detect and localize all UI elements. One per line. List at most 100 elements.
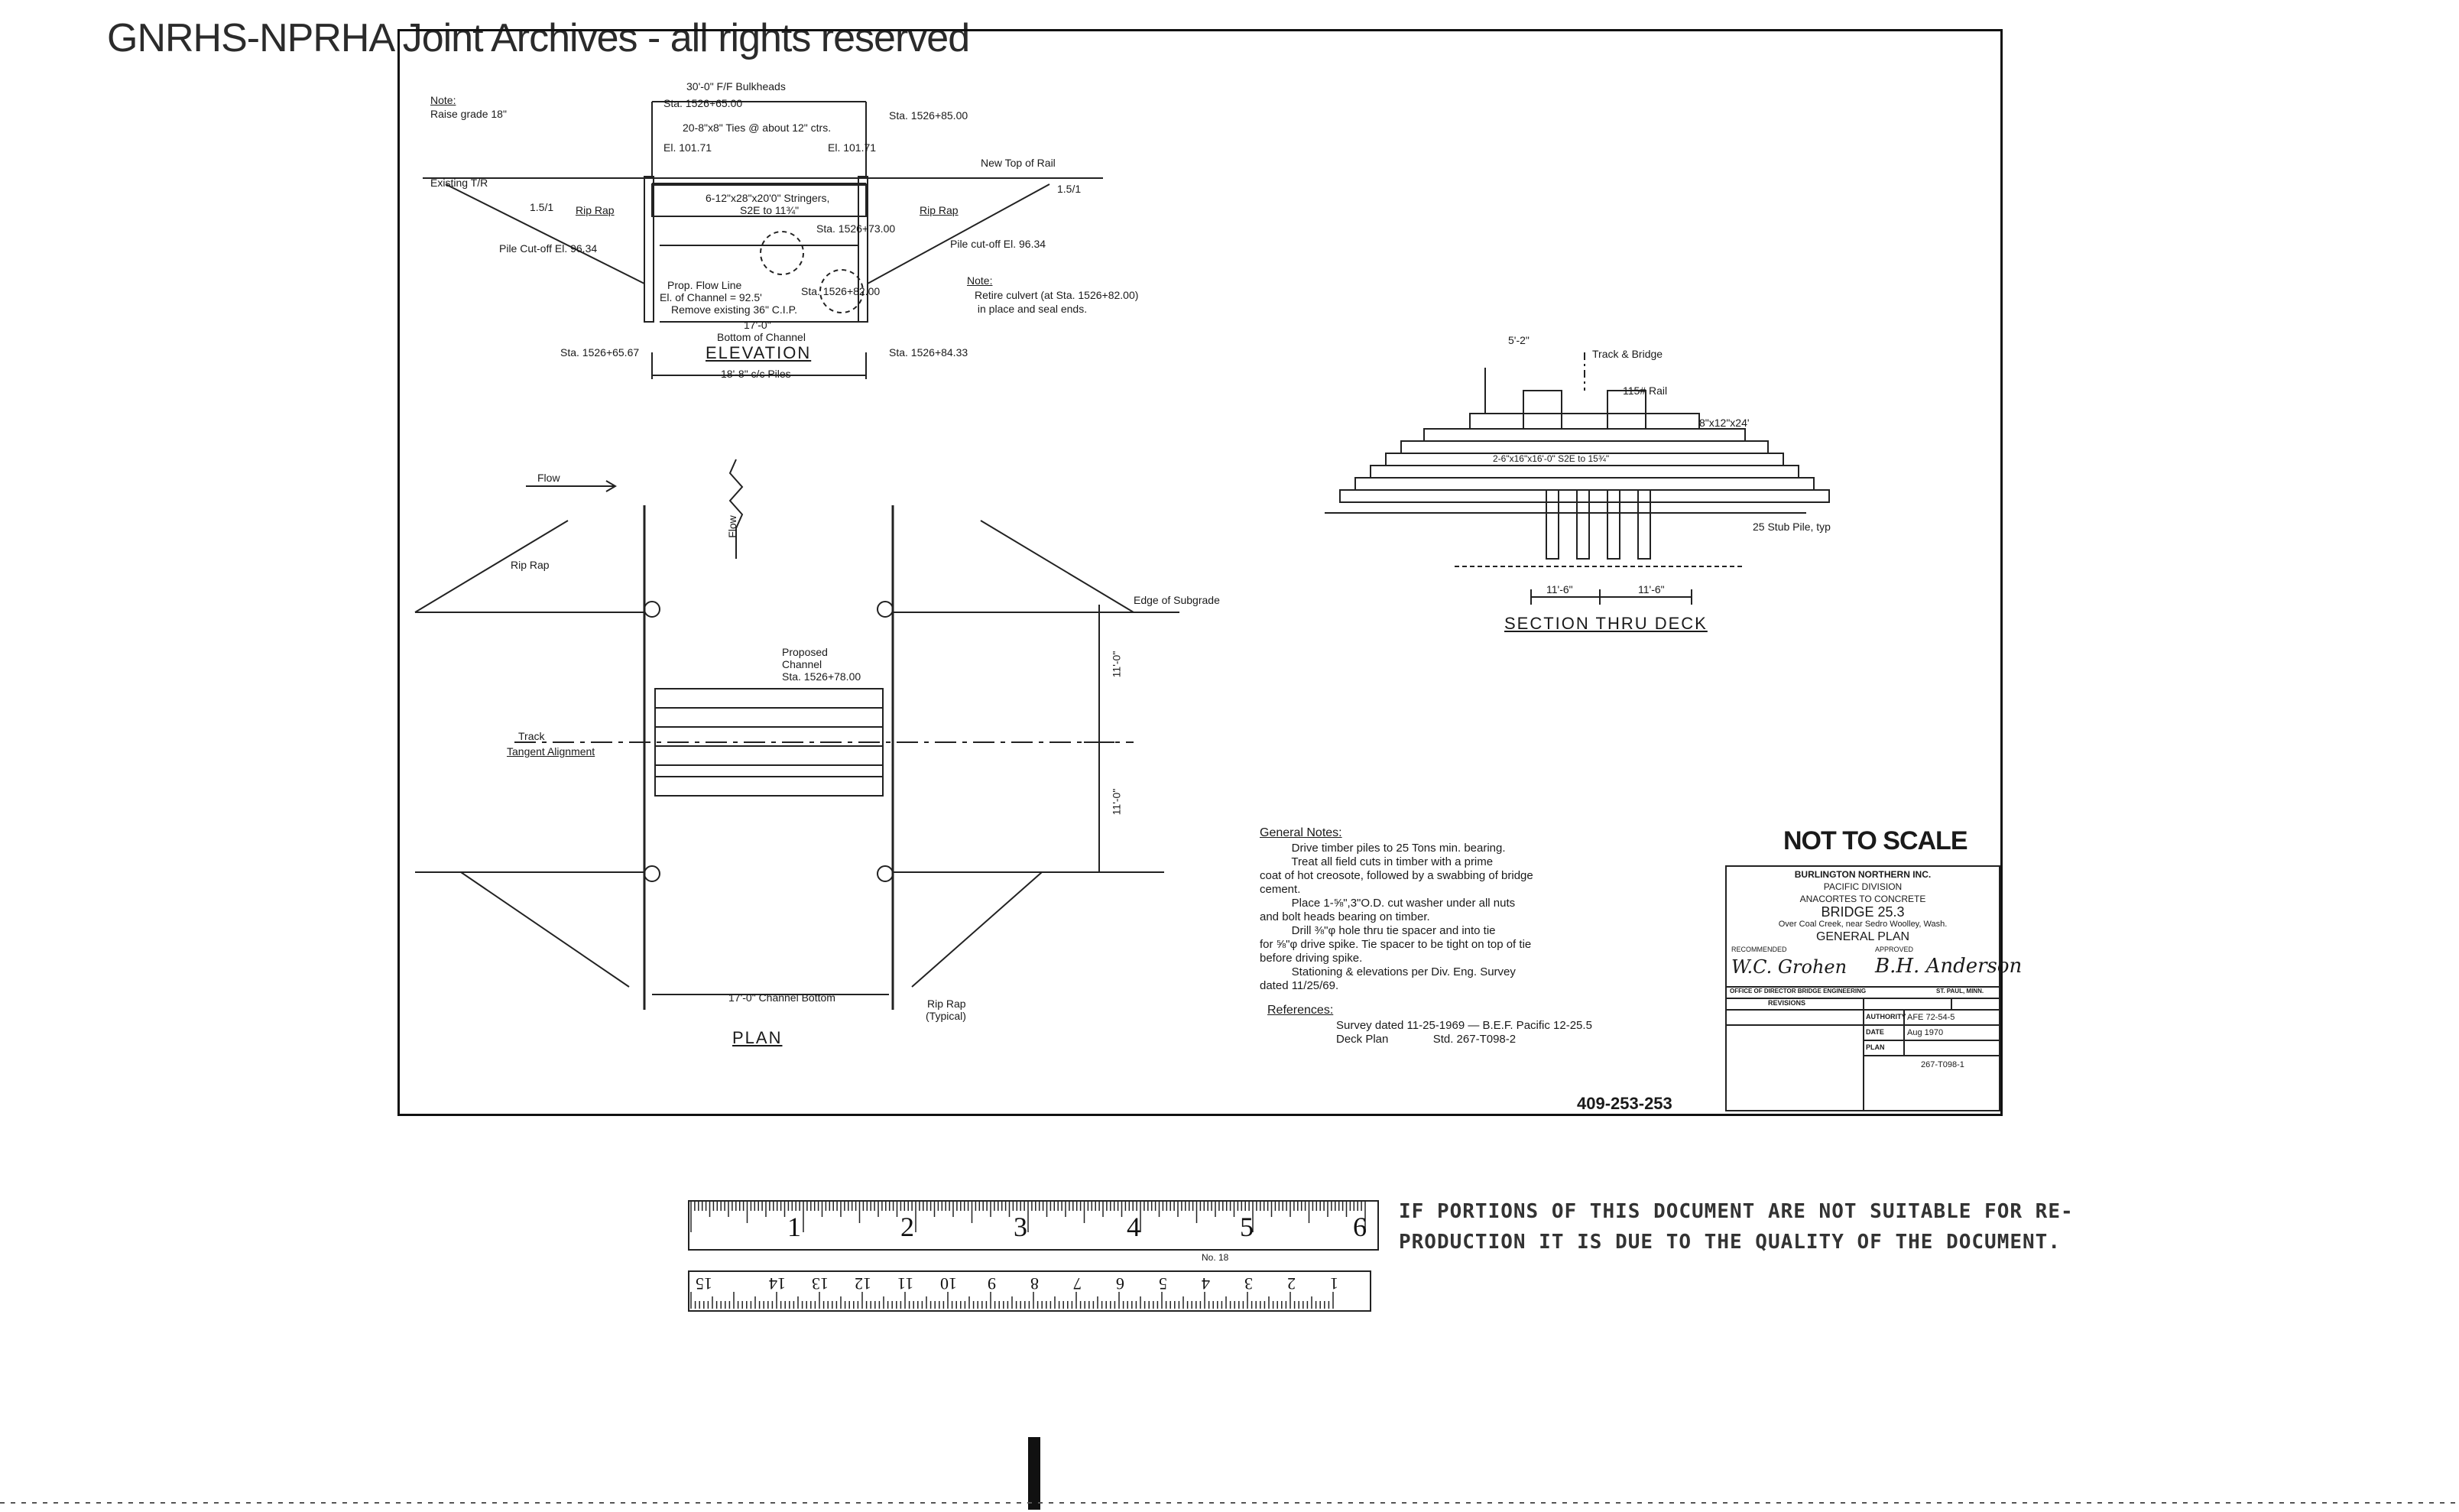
rip-rap-typical-1: Rip Rap [927,998,966,1010]
plan-pile-2 [877,601,894,618]
flow-line-2: El. of Channel = 92.5' [660,291,762,303]
tb-line: ANACORTES TO CONCRETE [1799,894,1926,904]
slope-left: 1.5/1 [530,201,554,213]
section-dim-top: 5'-2" [1508,334,1530,346]
section-pile-2 [1576,489,1590,560]
dimension-11-lower: 11'-0" [1110,788,1123,816]
drawing-linework [414,101,2000,1111]
culvert-circle-2 [819,269,864,313]
section-rail-right [1607,390,1646,430]
proposed-channel-2: Channel [782,658,822,670]
track-label: Track [518,730,545,742]
station-73: Sta. 1526+73.00 [816,222,896,235]
width-17: 17'-0" [744,319,771,331]
ties-size-label: 8"x12"x24' [1699,417,1750,429]
tb-office-right: ST. PAUL, MINN. [1936,988,1984,994]
ruler-num-5: 5 [1240,1212,1254,1242]
station-right-top: Sta. 1526+85.00 [889,109,968,122]
tb-date-value: Aug 1970 [1907,1028,1944,1037]
left-bulkhead [644,176,654,323]
ruler-num-3: 3 [1014,1212,1027,1242]
general-notes-title: General Notes: [1260,826,1342,839]
slope-right: 1.5/1 [1057,183,1082,195]
edge-of-subgrade: Edge of Subgrade [1134,594,1220,606]
ruler-cm-7: 7 [1073,1274,1082,1293]
ruler-num-1: 1 [787,1212,801,1242]
section-tie [1469,413,1700,430]
general-notes-body: Drive timber piles to 25 Tons min. beari… [1260,842,1533,992]
station-bottom-left: Sta. 1526+65.67 [560,346,640,359]
new-top-of-rail: New Top of Rail [981,157,1056,169]
left-embankment [445,183,645,284]
channel-bottom: 17'-0" Channel Bottom [728,991,835,1004]
references-body: Survey dated 11-25-1969 — B.E.F. Pacific… [1336,1019,1592,1046]
reproduction-disclaimer: IF PORTIONS OF THIS DOCUMENT ARE NOT SUI… [1399,1200,2074,1254]
pile-cutoff-right: Pile cut-off El. 96.34 [950,238,1046,250]
plan-pile-3 [644,865,660,882]
right-embankment [867,183,1050,284]
tb-office-left: OFFICE OF DIRECTOR BRIDGE ENGINEERING [1730,988,1867,994]
ruler-cm-11: 11 [897,1274,914,1293]
elevation-note-label: Note: [430,94,456,106]
station-left-top: Sta. 1526+65.00 [663,97,743,109]
plan-pile-1 [644,601,660,618]
ruler-ticks [690,1202,1366,1309]
proposed-channel-1: Proposed [782,646,828,658]
tb-revisions: REVISIONS [1768,999,1806,1007]
ruler-cm-2: 2 [1287,1274,1296,1293]
elevation-left: El. 101.71 [663,141,712,154]
ruler-cm-6: 6 [1116,1274,1124,1293]
tb-plan-label: PLAN [1866,1043,1885,1051]
right-bulkhead [858,176,868,323]
tb-plan-value: 267-T098-1 [1921,1060,1964,1069]
rip-rap-typical-2: (Typical) [926,1010,966,1022]
tb-signature-left: W.C. Grohen [1731,956,1847,978]
rip-rap-right: Rip Rap [920,204,959,216]
plan-riprap-lr [911,871,1043,988]
ruler-cm-4: 4 [1202,1274,1210,1293]
section-dim-right: 11'-6" [1638,583,1665,595]
section-title: SECTION THRU DECK [1504,614,1708,633]
flow-label-vertical: Flow [725,515,738,538]
ruler-cm-8: 8 [1030,1274,1039,1293]
flow-line-3: Remove existing 36" C.I.P. [671,303,798,316]
plan-deck [654,688,884,797]
section-pile-1 [1546,489,1559,560]
ruler-cm-15: 15 [696,1274,712,1293]
bulkheads-dimension: 30'-0" F/F Bulkheads [686,80,786,92]
note2-label: Note: [967,274,993,287]
ruler-num-2: 2 [900,1212,914,1242]
tb-authority-value: AFE 72-54-5 [1907,1013,1955,1022]
bottom-of-channel: Bottom of Channel [717,331,806,343]
archive-watermark: GNRHS-NPRHA Joint Archives - all rights … [107,16,970,60]
ruler-centimeters [688,1270,1371,1312]
not-to-scale-stamp: NOT TO SCALE [1783,826,1968,855]
stub-pile-label: 25 Stub Pile, typ [1753,521,1831,533]
deck-label: 2-6"x16"x16'-0" S2E to 15¾" [1493,453,1610,464]
tb-division: PACIFIC DIVISION [1823,881,1903,892]
plan-rip-rap: Rip Rap [511,559,550,571]
flow-line-1: Prop. Flow Line [667,279,742,291]
ruler-num-6: 6 [1353,1212,1367,1242]
station-82: Sta. 1526+82.00 [801,285,881,297]
tangent-alignment: Tangent Alignment [507,745,595,758]
ruler-cm-9: 9 [988,1274,996,1293]
plan-title: PLAN [732,1028,783,1047]
tb-signature-right: B.H. Anderson [1875,955,2023,978]
ruler-num-4: 4 [1127,1212,1140,1242]
ties-label: 20-8"x8" Ties @ about 12" ctrs. [683,122,832,134]
ruler-inches [688,1200,1379,1251]
ruler-cm-13: 13 [812,1274,829,1293]
dimension-11-upper: 11'-0" [1110,651,1123,678]
plan-riprap-ul [414,520,569,613]
stringers-label: 6-12"x28"x20'0" Stringers, [706,192,830,204]
ruler-cm-14: 14 [769,1274,786,1293]
proposed-channel-3: Sta. 1526+78.00 [782,670,861,683]
flow-label-horizontal: Flow [537,472,560,484]
tb-company: BURLINGTON NORTHERN INC. [1794,869,1932,880]
track-bridge-label: Track & Bridge [1592,348,1663,360]
elevation-right: El. 101.71 [828,141,877,154]
section-dim-left: 11'-6" [1546,583,1573,595]
stringers-sub: S2E to 11¾" [740,204,800,216]
drawing-number: 409-253-253 [1577,1094,1672,1113]
